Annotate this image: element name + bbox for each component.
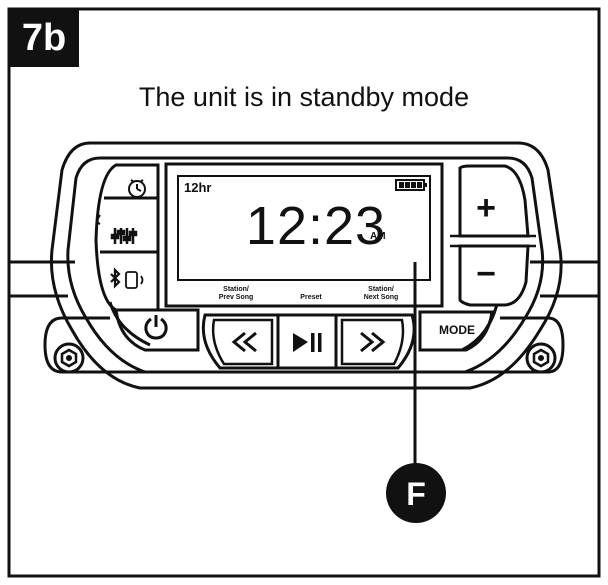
prev-label-line1: Station/ — [223, 286, 249, 293]
equalizer-button[interactable] — [96, 214, 159, 254]
play-pause-icon — [293, 333, 322, 352]
phone-icon — [125, 271, 144, 289]
left-screw-icon — [53, 342, 85, 374]
fast-forward-icon — [360, 331, 386, 353]
right-screw-icon — [525, 342, 557, 374]
power-button[interactable] — [108, 301, 200, 352]
rewind-icon — [231, 331, 257, 353]
clock-time: 12:23 — [246, 196, 386, 256]
left-mount-rail — [9, 260, 75, 298]
battery-icon — [395, 179, 427, 191]
minus-icon: − — [476, 255, 496, 293]
prev-label-line2: Prev Song — [219, 294, 254, 301]
next-label-line2: Next Song — [364, 294, 399, 301]
radio-housing — [49, 141, 563, 390]
left-mount-wing — [43, 316, 150, 374]
callout-badge: F — [386, 463, 446, 523]
play-pause-button[interactable] — [276, 313, 338, 370]
fast-forward-button[interactable] — [340, 318, 405, 366]
volume-up-button[interactable]: + — [476, 189, 496, 227]
mode-button-label: MODE — [439, 323, 475, 337]
bluetooth-button[interactable] — [110, 267, 144, 289]
volume-down-button[interactable]: − — [476, 255, 496, 293]
figure-caption: The unit is in standby mode — [138, 82, 470, 112]
power-icon — [144, 315, 168, 340]
preset-label: Preset — [300, 294, 322, 301]
meridiem-label: AM — [370, 231, 386, 242]
right-mount-wing — [460, 316, 565, 374]
bluetooth-icon — [110, 267, 121, 289]
volume-panel — [450, 164, 536, 307]
rewind-button[interactable] — [211, 318, 274, 366]
step-badge: 7b — [9, 9, 79, 67]
equalizer-icon — [110, 228, 138, 244]
plus-icon: + — [476, 189, 496, 227]
callout-label: F — [406, 476, 426, 512]
clock-icon — [128, 179, 146, 198]
lcd-display — [164, 162, 444, 308]
clock-button[interactable] — [104, 179, 158, 200]
next-label-line1: Station/ — [368, 286, 394, 293]
hour-format-label: 12hr — [184, 180, 211, 195]
